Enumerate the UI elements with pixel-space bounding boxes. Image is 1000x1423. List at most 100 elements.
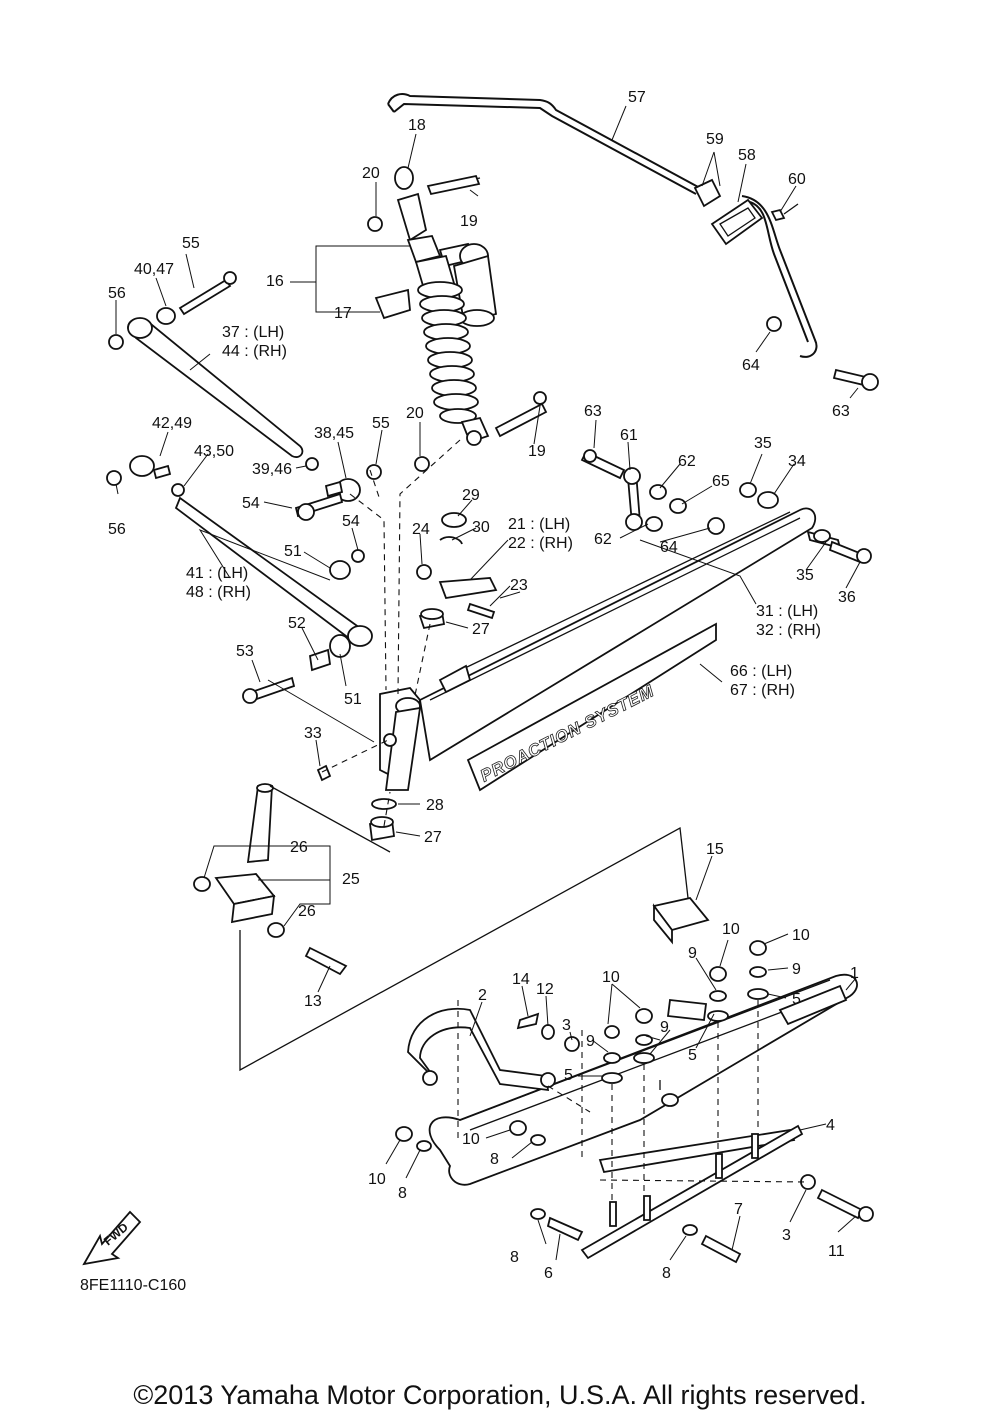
label-10: 10 [462,1131,480,1148]
label-35: 35 [754,435,772,452]
label-32: 32 : (RH) [756,622,821,639]
label-3: 3 [562,1017,571,1034]
label-64: 64 [660,539,678,556]
label-34: 34 [788,453,806,470]
stabilizer-bracket [693,178,799,246]
coil-spring [417,281,479,424]
label-5: 5 [688,1047,697,1064]
label-51: 51 [284,543,302,560]
label-65: 65 [712,473,730,490]
label-11: 11 [828,1243,845,1260]
label-39-46: 39,46 [252,461,292,478]
label-48: 48 : (RH) [186,584,251,601]
label-18: 18 [408,117,426,134]
label-41: 41 : (LH) [186,565,248,582]
fwd-arrow-icon: FWD [82,1210,142,1266]
label-33: 33 [304,725,322,742]
label-9: 9 [688,945,697,962]
label-27: 27 [424,829,442,846]
label-15: 15 [706,841,724,858]
stabilizer-bar [387,93,818,358]
label-52: 52 [288,615,306,632]
label-59: 59 [706,131,724,148]
ski-hardware [395,940,874,1264]
label-9: 9 [586,1033,595,1050]
label-20: 20 [406,405,424,422]
label-54: 54 [342,513,360,530]
label-10: 10 [368,1171,386,1188]
label-9: 9 [792,961,801,978]
label-23: 23 [510,577,528,594]
spindle-arm-parts [316,512,498,842]
ski-assembly [407,897,858,1260]
label-13: 13 [304,993,322,1010]
label-10: 10 [602,969,620,986]
label-27: 27 [472,621,490,638]
label-3: 3 [782,1227,791,1244]
label-40-47: 40,47 [134,261,174,278]
lower-rod [106,455,373,647]
label-53: 53 [236,643,254,660]
label-35: 35 [796,567,814,584]
diagram-code: 8FE1110-C160 [80,1277,186,1294]
label-36: 36 [838,589,856,606]
stabilizer-link [580,316,879,535]
label-2: 2 [478,987,487,1004]
label-5: 5 [564,1067,573,1084]
label-31: 31 : (LH) [756,603,818,620]
label-60: 60 [788,171,806,188]
label-63: 63 [832,403,850,420]
label-26: 26 [290,839,308,856]
label-63: 63 [584,403,602,420]
label-17: 17 [334,305,352,322]
label-44: 44 : (RH) [222,343,287,360]
label-67: 67 : (RH) [730,682,795,699]
label-29: 29 [462,487,480,504]
upper-rod [108,271,304,458]
label-56: 56 [108,285,126,302]
label-51: 51 [344,691,362,708]
label-30: 30 [472,519,490,536]
label-12: 12 [536,981,554,998]
label-10: 10 [722,921,740,938]
label-8: 8 [398,1185,407,1202]
label-57: 57 [628,89,646,106]
label-7: 7 [734,1201,743,1218]
label-8: 8 [510,1249,519,1266]
label-6: 6 [544,1265,553,1282]
label-38-45: 38,45 [314,425,354,442]
link-mount-parts [242,457,382,704]
label-61: 61 [620,427,638,444]
label-56: 56 [108,521,126,538]
label-1: 1 [850,965,859,982]
label-8: 8 [662,1265,671,1282]
part-labels: 57 18 20 19 59 58 60 55 40,47 56 16 17 3… [80,89,859,1294]
label-62: 62 [678,453,696,470]
label-19: 19 [460,213,478,230]
label-25: 25 [342,871,360,888]
shock-absorber [367,166,548,472]
label-58: 58 [738,147,756,164]
label-28: 28 [426,797,444,814]
label-37: 37 : (LH) [222,324,284,341]
spindle [193,783,348,976]
label-24: 24 [412,521,430,538]
label-14: 14 [512,971,530,988]
label-62: 62 [594,531,612,548]
label-4: 4 [826,1117,835,1134]
label-21: 21 : (LH) [508,516,570,533]
label-10: 10 [792,927,810,944]
leader-lines [115,105,861,1261]
label-22: 22 : (RH) [508,535,573,552]
assembly-lines [239,439,809,1200]
label-5: 5 [792,991,801,1008]
label-19: 19 [528,443,546,460]
label-64: 64 [742,357,760,374]
label-9: 9 [660,1019,669,1036]
label-66: 66 : (LH) [730,663,792,680]
label-26: 26 [298,903,316,920]
label-20: 20 [362,165,380,182]
label-55: 55 [372,415,390,432]
label-43-50: 43,50 [194,443,234,460]
